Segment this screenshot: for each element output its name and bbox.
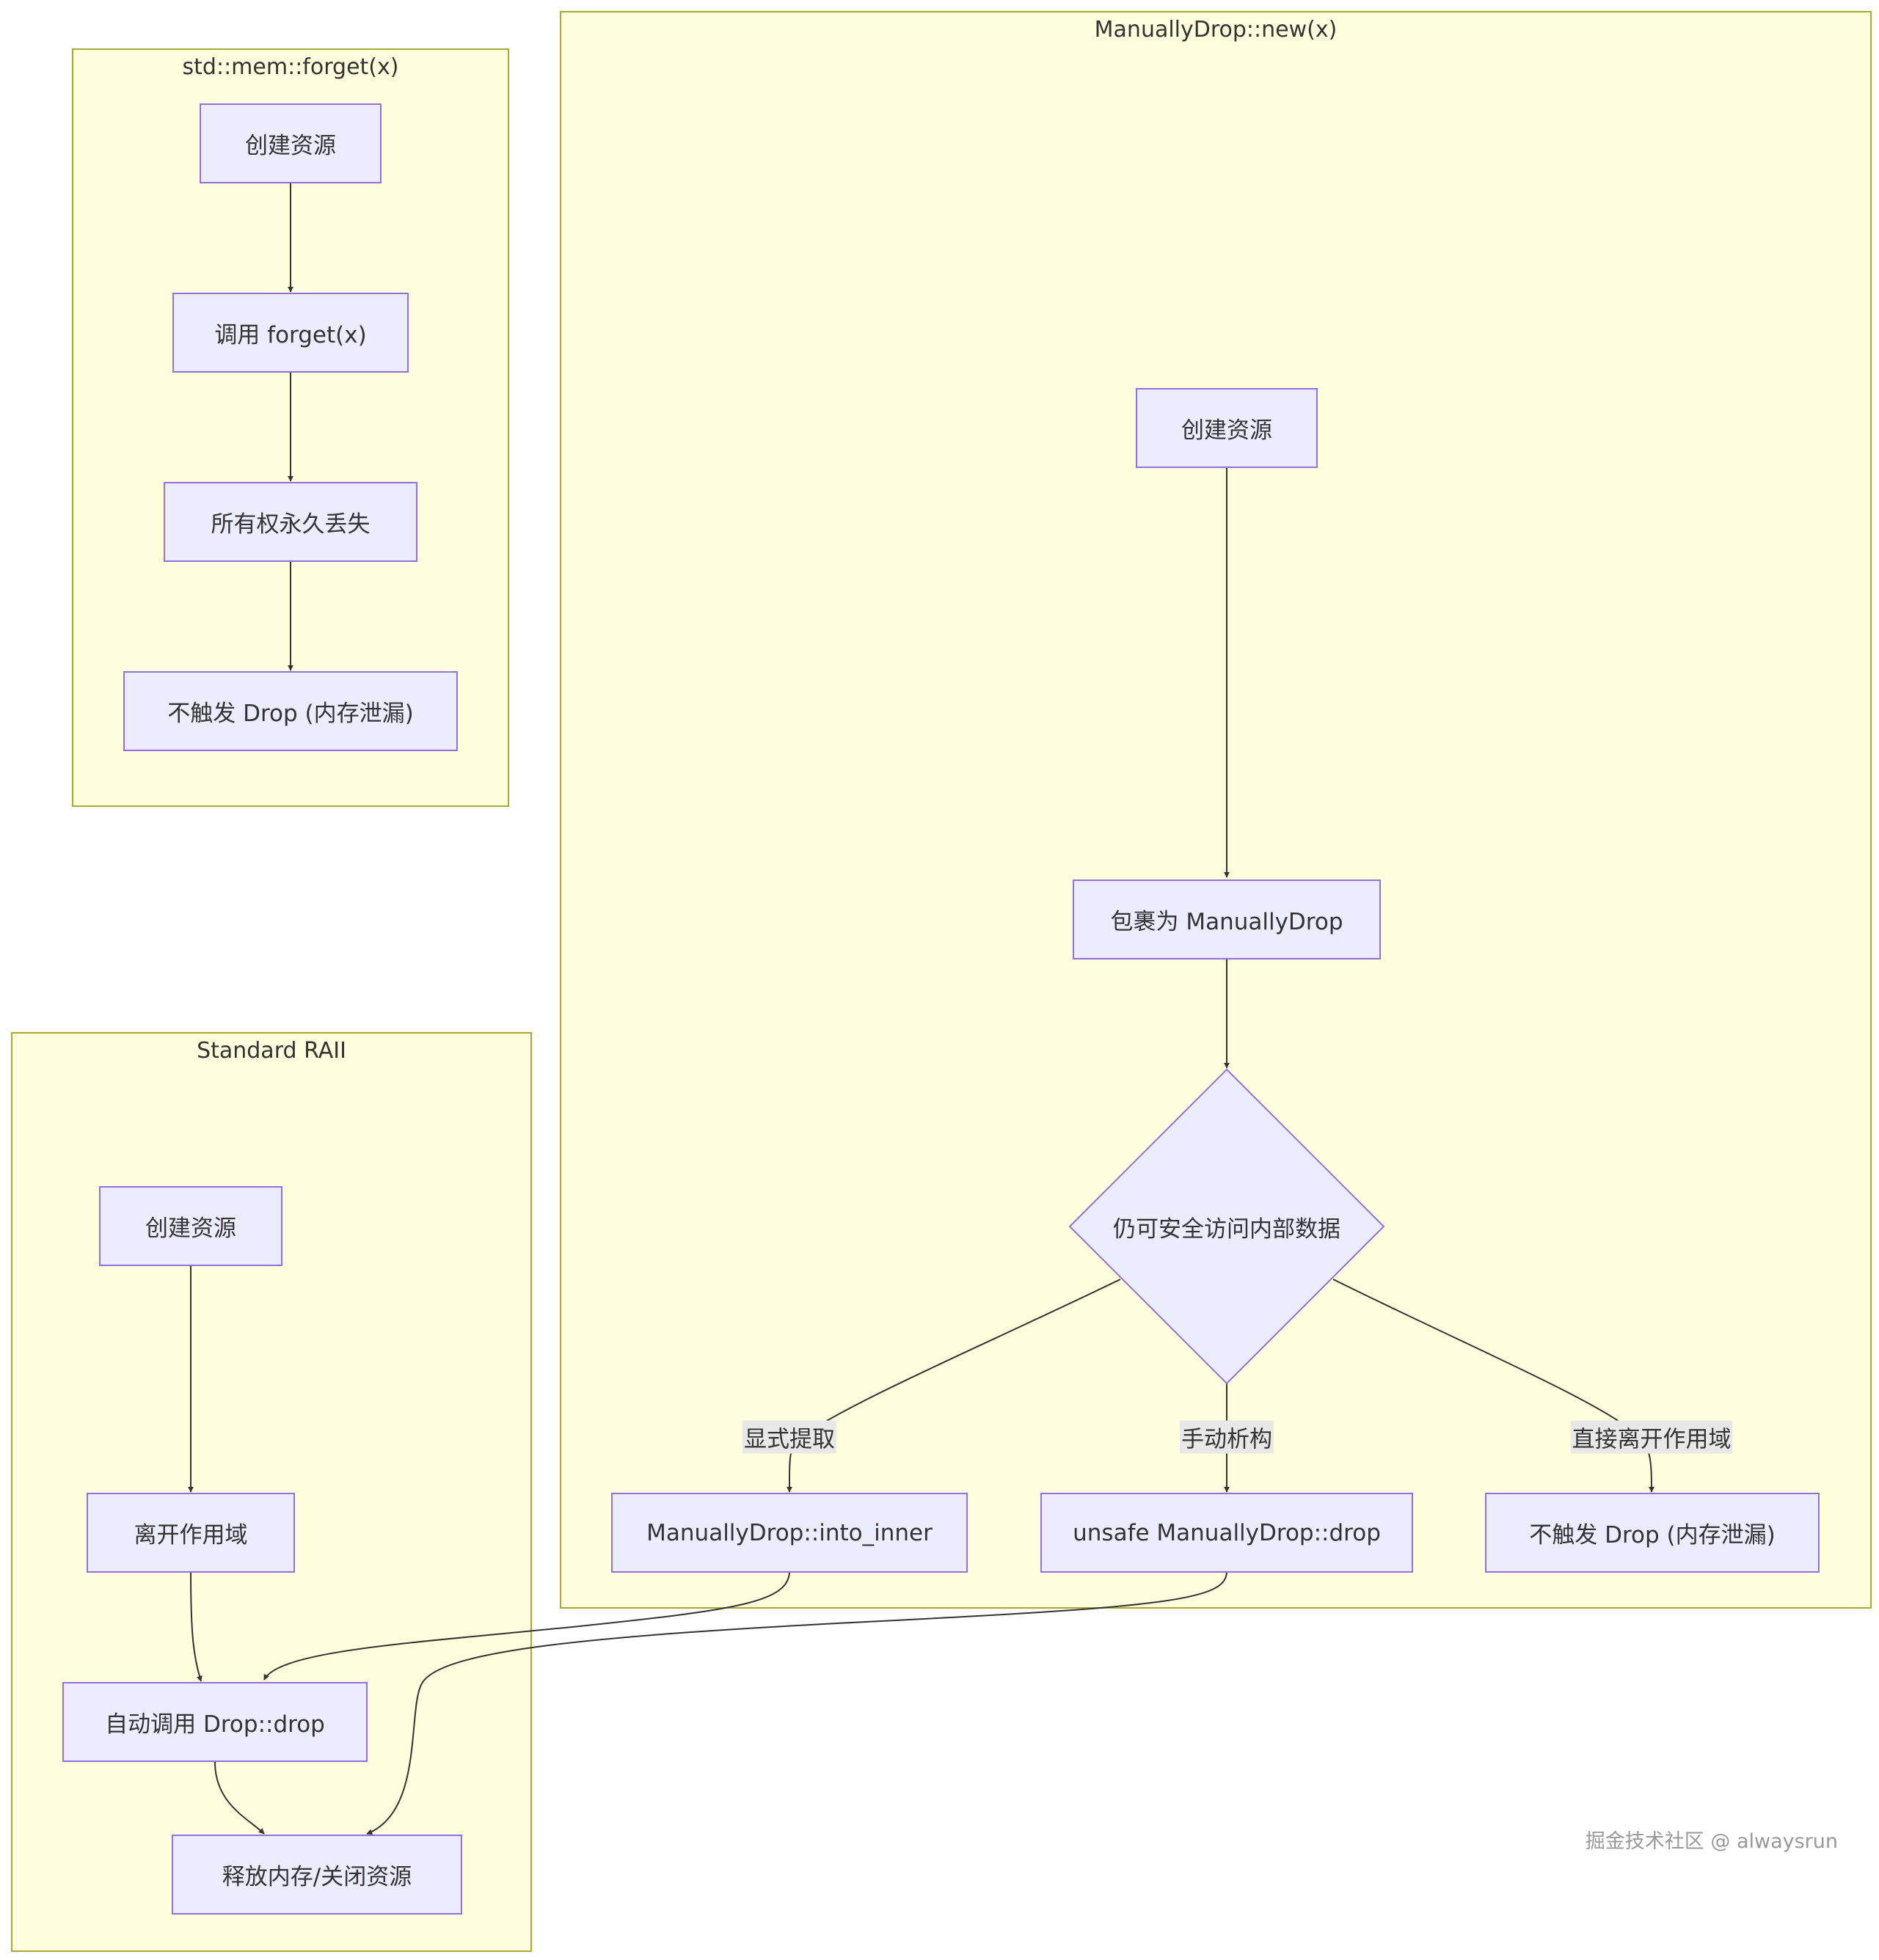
forget-call-node: 调用 forget(x) [172, 293, 409, 373]
forget-nodrop-node: 不触发 Drop (内存泄漏) [123, 671, 458, 751]
edge-raii-auto-drop-release [214, 1761, 265, 1835]
edge-unsafe-drop-release [366, 1570, 1227, 1835]
into-inner-node: ManuallyDrop::into_inner [611, 1493, 968, 1573]
edge-decision-nodrop [1332, 1279, 1654, 1493]
cluster-manually-drop-title: ManuallyDrop::new(x) [1094, 17, 1338, 43]
auto-drop-node: 自动调用 Drop::drop [62, 1682, 368, 1762]
edge-decision-into-inner [786, 1279, 1121, 1493]
cluster-forget-title: std::mem::forget(x) [182, 54, 399, 80]
cluster-raii: Standard RAII [11, 1032, 532, 1952]
manually-wrap-node: 包裹为 ManuallyDrop [1073, 880, 1381, 959]
edge-raii-leave-auto-drop [190, 1570, 203, 1682]
unsafe-drop-node: unsafe ManuallyDrop::drop [1040, 1493, 1413, 1573]
forget-create-node: 创建资源 [200, 103, 382, 183]
raii-leave-node: 离开作用域 [87, 1493, 295, 1573]
edge-label-leave-scope: 直接离开作用域 [1570, 1420, 1733, 1454]
watermark: 掘金技术社区 @ alwaysrun [1585, 1830, 1838, 1853]
edge-into-inner-auto-drop [263, 1570, 790, 1681]
release-node: 释放内存/关闭资源 [172, 1835, 462, 1915]
raii-create-node: 创建资源 [99, 1186, 282, 1266]
decision-label: 仍可安全访问内部数据 [1113, 1215, 1340, 1243]
decision-diamond [1068, 1068, 1385, 1385]
edge-label-explicit-extract: 显式提取 [743, 1420, 836, 1454]
cluster-raii-title: Standard RAII [197, 1038, 346, 1064]
manually-create-node: 创建资源 [1136, 388, 1318, 468]
manually-nodrop-node: 不触发 Drop (内存泄漏) [1485, 1493, 1820, 1573]
forget-lost-node: 所有权永久丢失 [164, 482, 417, 562]
edge-label-manual-destruct: 手动析构 [1180, 1420, 1274, 1454]
